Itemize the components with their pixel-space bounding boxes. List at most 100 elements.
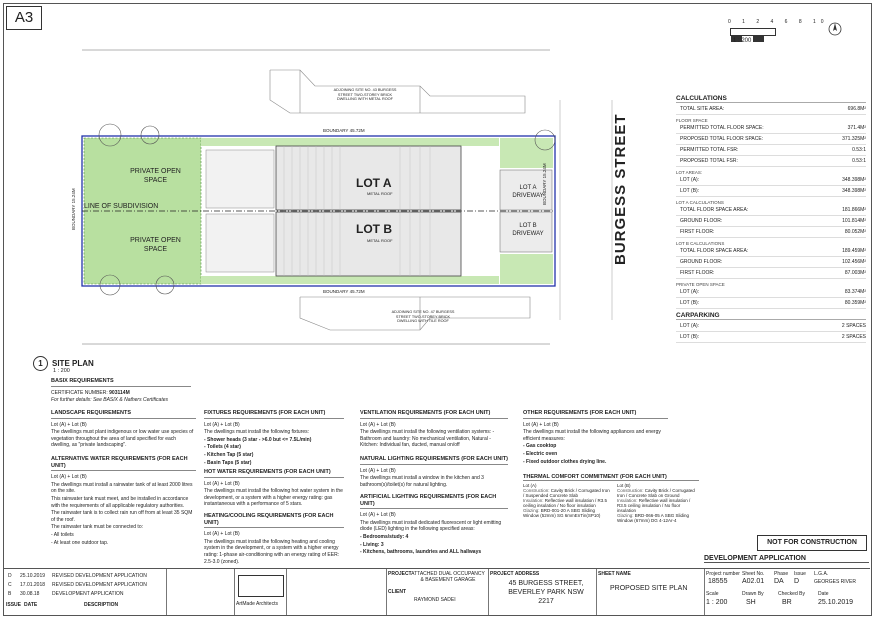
hot-water-text: The dwellings must install the following… (204, 488, 343, 508)
neighbour-bottom-label: ADJOINING SITE NO. 47 BURGESS STREET TWO… (391, 310, 455, 323)
calc-row: GROUND FLOOR:101.814M² (676, 216, 866, 227)
basix-title: BASIX REQUIREMENTS (51, 378, 191, 387)
heating-section: HEATING/COOLING REQUIREMENTS (FOR EACH U… (204, 513, 344, 566)
boundary-bottom-label: BOUNDARY 45.72M (323, 289, 365, 294)
scale-bar-label: 1 : 200 (733, 38, 752, 44)
fixtures-item: - Toilets (4 star) (204, 444, 241, 451)
date-label: Date (818, 591, 829, 597)
issue-label: Issue (794, 571, 806, 577)
other-title: OTHER REQUIREMENTS (FOR EACH UNIT) (523, 410, 668, 419)
rev-header: DESCRIPTION (84, 602, 119, 608)
alt-water-item1: - All toilets (51, 531, 74, 538)
date-value: 25.10.2019 (818, 599, 854, 606)
calc-row: PROPOSED TOTAL FSR:0.53:1 (676, 156, 866, 167)
calc-row: LOT (B):80.359M² (676, 298, 866, 309)
carparking-title: CARPARKING (676, 312, 866, 320)
natural-light-section: NATURAL LIGHTING REQUIREMENTS (FOR EACH … (360, 456, 508, 489)
hot-water-lots: Lot (A) + Lot (B) (204, 480, 240, 487)
alt-water-text1: The dwellings must install a rainwater t… (51, 481, 193, 495)
logo-icon (238, 575, 284, 597)
lot-areas-title: LOT AREAS: (676, 170, 703, 175)
thermal-lot-b: Lot (B) (617, 483, 631, 488)
fixtures-text: The dwellings must install the following… (204, 429, 310, 436)
calc-row: LOT (B):348.398M² (676, 186, 866, 197)
calculations-title: CALCULATIONS (676, 95, 866, 103)
other-section: OTHER REQUIREMENTS (FOR EACH UNIT) Lot (… (523, 410, 668, 466)
other-item: - Fixed outdoor clothes drying line. (523, 458, 607, 465)
alt-water-lots: Lot (A) + Lot (B) (51, 474, 87, 481)
rev-desc: DEVELOPMENT APPLICATION (52, 591, 124, 597)
proj-no-value: 18555 (708, 578, 728, 585)
drawing-sheet (3, 3, 872, 616)
alt-water-section: ALTERNATIVE WATER REQUIREMENTS (FOR EACH… (51, 456, 196, 547)
natural-light-title: NATURAL LIGHTING REQUIREMENTS (FOR EACH … (360, 456, 508, 465)
rev-header: DATE (24, 602, 38, 608)
sheet-name-value: PROPOSED SITE PLAN (610, 585, 688, 592)
basix-cert: CERTIFICATE NUMBER: 903114M (51, 389, 130, 396)
metal-roof-b: METAL ROOF (367, 238, 393, 243)
phase-label: Phase (774, 571, 789, 577)
natural-light-lots: Lot (A) + Lot (B) (360, 467, 396, 474)
other-lots: Lot (A) + Lot (B) (523, 421, 559, 428)
firm-contact (286, 569, 387, 615)
project-value: ATTACHED DUAL OCCUPANCY & BASEMENT GARAG… (411, 571, 485, 583)
artificial-light-lots: Lot (A) + Lot (B) (360, 512, 396, 519)
fixtures-title: FIXTURES REQUIREMENTS (FOR EACH UNIT) (204, 410, 344, 419)
drawing-number: 1 (33, 356, 48, 371)
neighbour-roof-bottom (299, 296, 531, 331)
thermal-glazing-b: Glazing: BRD-066-05 A SBG Sliding Window… (617, 513, 690, 523)
artificial-light-section: ARTIFICIAL LIGHTING REQUIREMENTS (FOR EA… (360, 494, 508, 557)
boundary-top-label: BOUNDARY 45.72M (323, 128, 365, 133)
landscape-lots: Lot (A) + Lot (B) (51, 421, 87, 428)
landscape-text: The dwellings must plant indigenous or l… (51, 429, 194, 449)
thermal-insulation-a: Insulation: Reflective wall insulation /… (523, 498, 608, 508)
calc-row: TOTAL FLOOR SPACE AREA:181.866M² (676, 205, 866, 216)
sheet-name-box: SHEET NAME PROPOSED SITE PLAN (596, 569, 705, 615)
rev-desc: REVISED DEVELOPMENT APPLICATION (52, 582, 147, 588)
notes-box (166, 569, 235, 615)
rev-date: 30.08.18 (20, 591, 40, 597)
client-value: RAYMOND SADEI (414, 597, 456, 603)
calc-row: LOT (B):2 SPACES (676, 332, 866, 343)
heating-lots: Lot (A) + Lot (B) (204, 531, 240, 538)
lga-label: L.G.A. (814, 571, 829, 577)
rev-date: 25.10.2019 (20, 573, 46, 579)
title-block: D 25.10.2019 REVISED DEVELOPMENT APPLICA… (4, 568, 870, 615)
landscape-title: LANDSCAPE REQUIREMENTS (51, 410, 196, 419)
checked-value: BR (782, 599, 792, 606)
lot-b-calc-title: LOT B CALCULATIONS (676, 241, 725, 246)
firm-logo: ArtMade Architects (234, 569, 287, 615)
site-plan-scale: 1 : 200 (53, 368, 70, 374)
calc-row: LOT (A):83.374M² (676, 287, 866, 298)
calc-row: LOT (A):2 SPACES (676, 321, 866, 332)
rev-issue: D (8, 573, 12, 579)
firm-name: ArtMade Architects (236, 601, 278, 607)
calc-row: GROUND FLOOR:102.456M² (676, 257, 866, 268)
ventilation-section: VENTILATION REQUIREMENTS (FOR EACH UNIT)… (360, 410, 508, 450)
project-label: PROJECT (388, 571, 412, 577)
driveway-a (499, 169, 553, 211)
rev-date: 17.01.2018 (20, 582, 46, 588)
artificial-light-title: ARTIFICIAL LIGHTING REQUIREMENTS (FOR EA… (360, 494, 508, 510)
boundary-rear-label: BOUNDARY 15.24M (71, 188, 76, 230)
development-application-banner: DEVELOPMENT APPLICATION (704, 555, 869, 563)
subdivision-label: LINE OF SUBDIVISION (84, 203, 159, 210)
rev-header: ISSUE (6, 602, 22, 608)
calculations-panel: CALCULATIONS TOTAL SITE AREA:696.8M² FLO… (676, 92, 866, 343)
artificial-light-item: - Living: 3 (360, 541, 384, 548)
private-open-space-a: PRIVATE OPEN SPACE (130, 168, 181, 184)
alt-water-title: ALTERNATIVE WATER REQUIREMENTS (FOR EACH… (51, 456, 196, 472)
fixtures-item: - Shower heads (3 star - >6.0 but <= 7.5… (204, 436, 312, 443)
other-item: - Electric oven (523, 450, 558, 457)
artificial-light-item: - Kitchens, bathrooms, laundries and ALL… (360, 549, 482, 556)
address-value: 45 BURGESS STREET, BEVERLEY PARK NSW 221… (508, 580, 584, 605)
scale-value: 1 : 200 (706, 599, 728, 606)
north-arrow-icon (828, 22, 842, 36)
other-item: - Gas cooktop (523, 443, 557, 450)
calc-row: PROPOSED TOTAL FLOOR SPACE:371.325M² (676, 134, 866, 145)
revision-table: D 25.10.2019 REVISED DEVELOPMENT APPLICA… (4, 569, 167, 615)
thermal-glazing-a: Glazing: BRD-001-20 A SBG Sliding Window… (523, 508, 601, 518)
scale-bar-ticks: 0 1 2 4 6 8 10 (728, 19, 829, 25)
alt-water-text2: This rainwater tank must meet, and be in… (51, 495, 189, 509)
